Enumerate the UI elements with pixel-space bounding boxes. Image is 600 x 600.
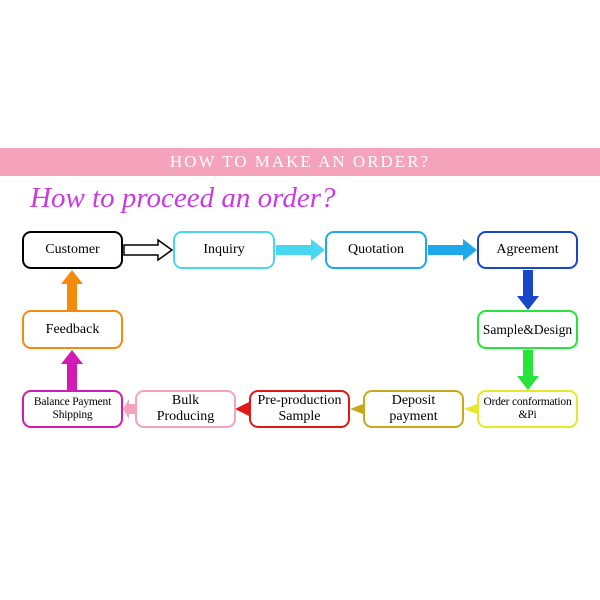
diagram-heading: How to proceed an order? xyxy=(30,182,336,214)
step-deposit-payment: Deposit payment xyxy=(363,390,464,428)
arrow-deposit-to-preproduction xyxy=(350,404,363,414)
step-inquiry-label: Inquiry xyxy=(203,242,245,257)
step-agreement: Agreement xyxy=(477,231,578,269)
step-inquiry: Inquiry xyxy=(173,231,275,269)
step-bulk-producing: Bulk Producing xyxy=(135,390,236,428)
step-customer: Customer xyxy=(22,231,123,269)
step-pre-production-sample-label: Pre-production Sample xyxy=(257,393,342,424)
step-sample-design: Sample&Design xyxy=(477,310,578,349)
step-customer-label: Customer xyxy=(45,242,100,257)
arrow-feedback-to-customer xyxy=(61,270,83,310)
arrow-bulk-to-balance xyxy=(123,399,135,419)
arrow-balance-to-feedback xyxy=(61,350,83,390)
step-deposit-payment-label: Deposit payment xyxy=(389,393,438,424)
arrow-order-to-deposit xyxy=(464,404,477,414)
arrow-agreement-to-sample xyxy=(517,270,539,310)
step-quotation-label: Quotation xyxy=(348,242,404,257)
step-sample-design-label: Sample&Design xyxy=(482,321,573,337)
step-balance-payment-shipping: Balance Payment Shipping xyxy=(22,390,123,428)
arrow-customer-to-inquiry xyxy=(123,238,174,262)
step-balance-payment-shipping-label: Balance Payment Shipping xyxy=(33,396,112,421)
arrow-quotation-to-agreement xyxy=(428,239,477,261)
step-bulk-producing-label: Bulk Producing xyxy=(156,393,215,424)
step-feedback: Feedback xyxy=(22,310,123,349)
arrow-inquiry-to-quotation xyxy=(276,239,325,261)
title-banner: HOW TO MAKE AN ORDER? xyxy=(0,148,600,176)
arrow-sample-to-order xyxy=(517,350,539,390)
step-order-conformation: Order conformation &Pi xyxy=(477,390,578,428)
step-quotation: Quotation xyxy=(325,231,427,269)
step-feedback-label: Feedback xyxy=(45,321,100,337)
banner-title: HOW TO MAKE AN ORDER? xyxy=(169,152,431,171)
step-agreement-label: Agreement xyxy=(496,242,559,257)
step-order-conformation-label: Order conformation &Pi xyxy=(483,396,572,421)
step-pre-production-sample: Pre-production Sample xyxy=(249,390,350,428)
arrow-preproduction-to-bulk xyxy=(235,402,249,416)
